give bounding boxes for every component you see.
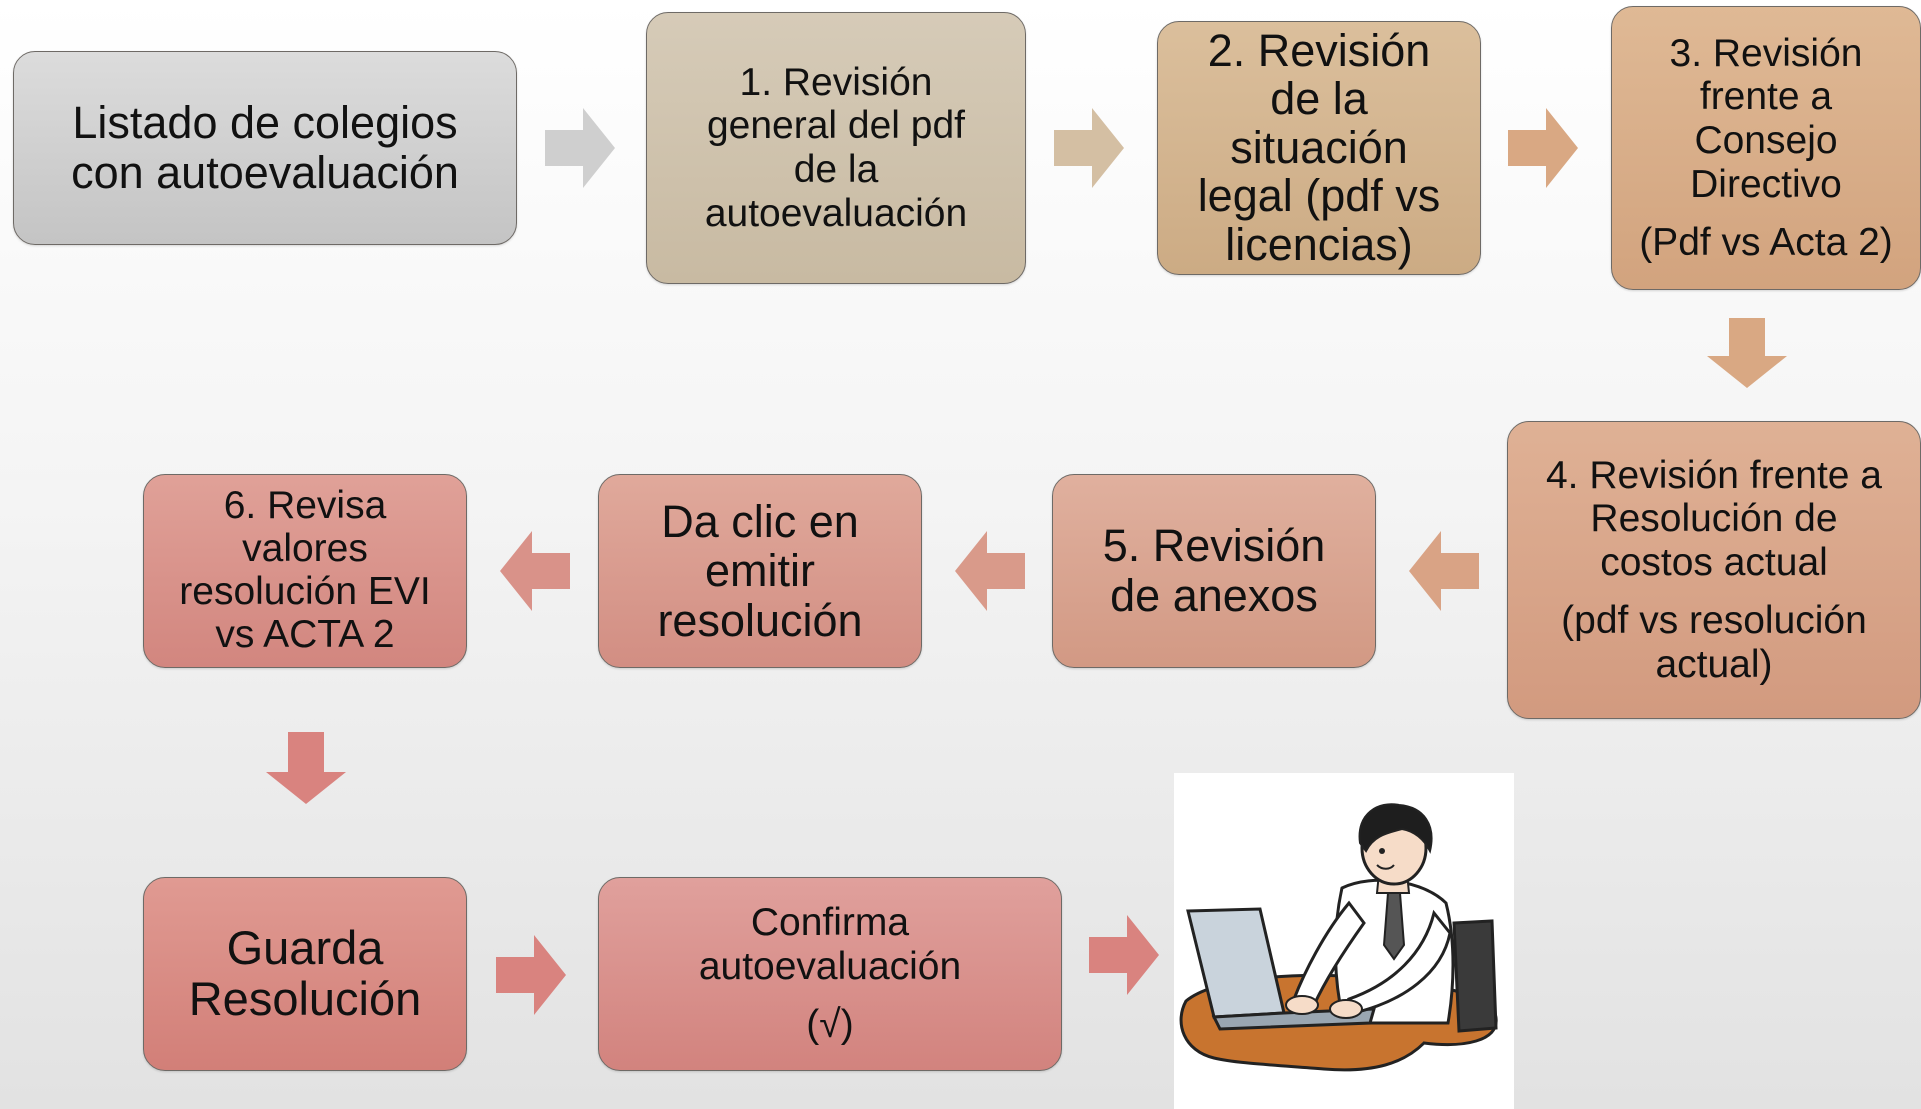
step-label-line: Confirma xyxy=(750,901,910,945)
step-label-line: de anexos xyxy=(1110,570,1318,621)
arrow-left-icon xyxy=(1409,531,1479,611)
step-label-line: valores xyxy=(242,527,368,571)
step-label-line: Guarda xyxy=(226,921,384,975)
step-label-line: 5. Revisión xyxy=(1102,519,1326,571)
step-revision-resolucion-costos: 4. Revisión frente a Resolución de costo… xyxy=(1507,421,1921,719)
step-sublabel: (√) xyxy=(806,1002,854,1046)
step-revision-consejo-directivo: 3. Revisión frente a Consejo Directivo (… xyxy=(1611,6,1921,290)
step-revision-situacion-legal: 2. Revisión de la situación legal (pdf v… xyxy=(1157,21,1481,275)
step-guarda-resolucion: Guarda Resolución xyxy=(143,877,467,1071)
person-at-laptop-icon xyxy=(1174,773,1514,1109)
step-label-line: frente a xyxy=(1699,75,1833,119)
step-label-line: 3. Revisión xyxy=(1669,31,1863,75)
step-label-line: vs ACTA 2 xyxy=(215,612,395,656)
step-label-line: autoevaluación xyxy=(704,191,968,235)
step-label-line: Resolución xyxy=(188,972,422,1025)
arrow-left-icon xyxy=(955,531,1025,611)
step-label-line: licencias) xyxy=(1225,218,1413,270)
step-label-line: emitir xyxy=(705,545,815,597)
step-sublabel: (pdf vs resolución xyxy=(1561,598,1867,642)
step-label-line: resolución xyxy=(657,594,863,646)
step-label-line: 4. Revisión frente a xyxy=(1545,453,1882,497)
step-sublabel: actual) xyxy=(1655,642,1773,686)
step-label-line: costos actual xyxy=(1600,541,1828,585)
arrow-right-icon xyxy=(545,108,615,188)
step-label-line: Resolución de xyxy=(1590,497,1838,541)
step-revisa-valores-evi: 6. Revisa valores resolución EVI vs ACTA… xyxy=(143,474,467,668)
step-label-line: Directivo xyxy=(1690,162,1842,206)
arrow-right-icon xyxy=(1054,108,1124,188)
step-label-line: legal (pdf vs xyxy=(1197,170,1441,222)
step-label-line: 2. Revisión xyxy=(1207,24,1431,76)
step-label-line: de la xyxy=(1270,73,1368,125)
arrow-right-icon xyxy=(496,935,566,1015)
arrow-right-icon xyxy=(1508,108,1578,188)
step-sublabel: (Pdf vs Acta 2) xyxy=(1639,220,1893,264)
step-emitir-resolucion: Da clic en emitir resolución xyxy=(598,474,922,668)
arrow-down-icon xyxy=(266,732,346,804)
step-label-line: 6. Revisa xyxy=(223,484,387,528)
step-label-line: 1. Revisión xyxy=(739,60,933,104)
step-label-line: Listado de colegios xyxy=(72,96,458,148)
step-revision-general-pdf: 1. Revisión general del pdf de la autoev… xyxy=(646,12,1026,284)
step-label-line: con autoevaluación xyxy=(71,147,459,198)
step-listado-colegios: Listado de colegios con autoevaluación xyxy=(13,51,517,245)
step-label-line: de la xyxy=(793,148,879,191)
step-label-line: Consejo xyxy=(1694,119,1838,163)
step-label-line: general del pdf xyxy=(706,104,966,148)
step-label-line: situación xyxy=(1230,121,1408,173)
step-label-line: Da clic en xyxy=(661,495,859,547)
step-label-line: resolución EVI xyxy=(179,570,431,613)
arrow-left-icon xyxy=(500,531,570,611)
arrow-down-icon xyxy=(1707,318,1787,388)
step-confirma-autoevaluacion: Confirma autoevaluación (√) xyxy=(598,877,1062,1071)
step-label-line: autoevaluación xyxy=(698,945,962,989)
arrow-right-icon xyxy=(1089,915,1159,995)
step-revision-anexos: 5. Revisión de anexos xyxy=(1052,474,1376,668)
